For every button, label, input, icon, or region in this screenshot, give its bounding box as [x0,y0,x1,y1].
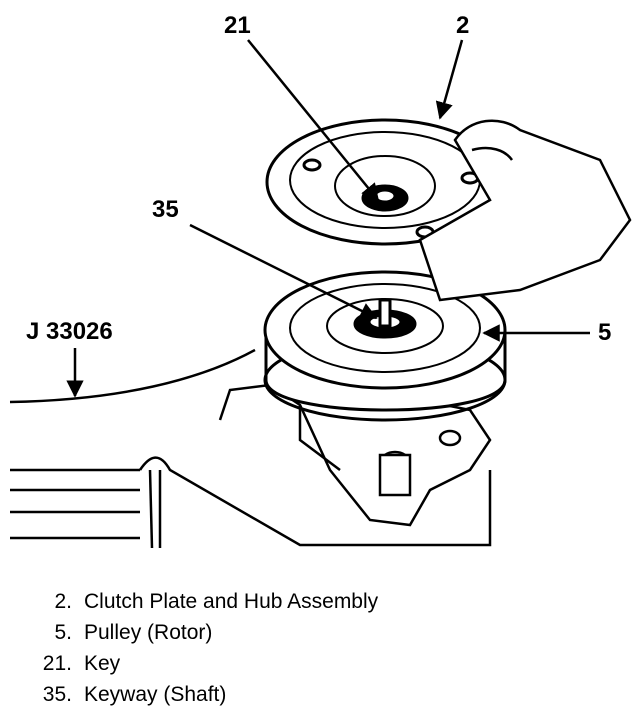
legend-number: 21. [42,651,72,675]
leader-lines [66,39,590,398]
callout-21: 21 [224,12,251,39]
legend-number: 5. [54,620,72,644]
diagram-illustration [9,39,632,549]
hand-outline [418,119,632,302]
callout-2: 2 [456,12,470,39]
parts-legend: 2. Clutch Plate and Hub Assembly 5. Pull… [14,586,614,710]
legend-number: 35. [42,682,72,706]
legend-text: Pulley (Rotor) [84,620,213,644]
legend-number: 2. [54,589,72,613]
pulley-rotor [263,270,507,422]
tool-label-j33026: J 33026 [26,318,113,345]
compressor-housing [218,383,492,527]
legend-item: 21. Key [14,648,614,679]
callout-5: 5 [598,319,612,346]
clutch-assembly-diagram: 21 2 35 5 J 33026 [9,12,632,549]
callout-35: 35 [152,196,179,223]
compressor-body [9,348,492,549]
legend-text: Keyway (Shaft) [84,682,227,706]
legend-text: Clutch Plate and Hub Assembly [84,589,379,613]
legend-item: 2. Clutch Plate and Hub Assembly [14,586,614,617]
legend-item: 5. Pulley (Rotor) [14,617,614,648]
legend-text: Key [84,651,121,675]
legend-item: 35. Keyway (Shaft) [14,679,614,710]
